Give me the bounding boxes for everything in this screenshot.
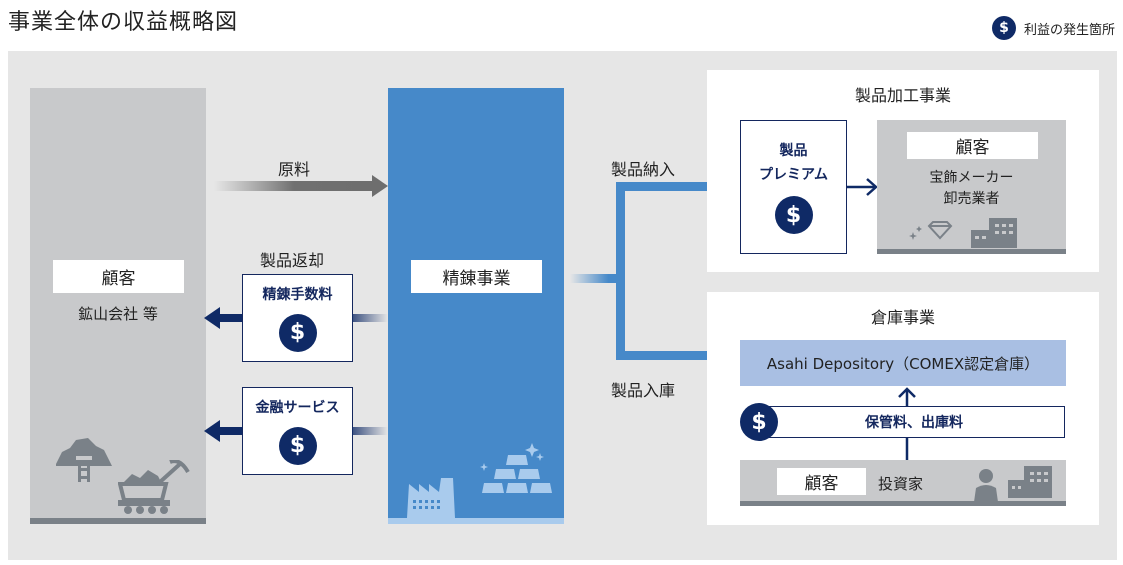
fee-label: 精錬手数料 — [262, 287, 333, 304]
premium-label-line1: 製品 — [779, 143, 808, 159]
fee-label: 金融サービス — [255, 400, 340, 417]
customer-line1: 宝飾メーカー — [929, 170, 1014, 186]
legend-label: 利益の発生箇所 — [1023, 22, 1115, 38]
investor-customer-box: 顧客 投資家 — [740, 460, 1066, 506]
mining-customer-column: 顧客 鉱山会社 等 — [30, 88, 206, 524]
refining-column: 精錬事業 — [388, 88, 564, 524]
connector-line — [352, 427, 388, 435]
mine-icon — [56, 438, 112, 482]
processing-title: 製品加工事業 — [854, 86, 951, 105]
diamond-icon — [909, 221, 953, 240]
customer-sub: 鉱山会社 等 — [78, 305, 158, 323]
refining-label: 精錬事業 — [411, 260, 542, 293]
flow-label-product-storage: 製品入庫 — [611, 381, 676, 400]
building-icon — [1008, 466, 1052, 498]
dollar-coin-icon: $ — [991, 16, 1016, 40]
depository-box: Asahi Depository（COMEX認定倉庫） — [740, 340, 1066, 386]
left-arrow-icon — [204, 307, 244, 329]
fee-box-financial-services: 金融サービス $ — [242, 387, 353, 475]
flow-label-product-delivery: 製品納入 — [611, 160, 676, 179]
customer-label: 顧客 — [777, 468, 866, 495]
ground-line — [740, 501, 1066, 506]
storage-fee-box: 保管料、出庫料 — [763, 406, 1065, 438]
customer-label: 顧客 — [53, 260, 184, 293]
premium-box: 製品 プレミアム $ — [740, 120, 847, 254]
factory-icon — [407, 478, 455, 518]
dollar-coin-icon: $ — [278, 313, 317, 352]
legend: $ 利益の発生箇所 — [991, 16, 1115, 40]
dollar-coin-icon: $ — [278, 426, 317, 465]
flow-label-product-return: 製品返却 — [260, 251, 325, 270]
customer-sub: 投資家 — [878, 475, 924, 493]
warehouse-title: 倉庫事業 — [870, 308, 935, 327]
investor-icon — [974, 469, 998, 502]
fee-box-refining-fee: 精錬手数料 $ — [242, 274, 353, 362]
connector-line — [352, 314, 388, 322]
gold-bars-icon — [480, 443, 552, 493]
dollar-coin-icon: $ — [774, 196, 813, 234]
customer-line2: 卸売業者 — [943, 191, 1000, 207]
building-icon — [971, 218, 1017, 248]
raw-material-arrow — [214, 175, 388, 197]
ground-line — [877, 249, 1066, 254]
mine-cart-icon — [118, 460, 190, 514]
ground-line — [30, 518, 206, 524]
processing-panel: 製品加工事業 製品 プレミアム $ 顧客 宝飾メーカー 卸売業者 — [707, 70, 1099, 272]
right-arrow-icon — [847, 178, 878, 196]
customer-label: 顧客 — [907, 132, 1038, 159]
flow-label-raw-material: 原料 — [278, 160, 311, 179]
processing-customer-box: 顧客 宝飾メーカー 卸売業者 — [877, 120, 1066, 254]
page-title: 事業全体の収益概略図 — [8, 10, 239, 35]
premium-label-line2: プレミアム — [758, 167, 829, 183]
dollar-coin-icon: $ — [740, 403, 778, 441]
left-arrow-icon — [204, 420, 244, 442]
warehouse-panel: 倉庫事業 Asahi Depository（COMEX認定倉庫） 保管料、出庫料… — [707, 292, 1099, 525]
ground-line — [388, 518, 564, 524]
